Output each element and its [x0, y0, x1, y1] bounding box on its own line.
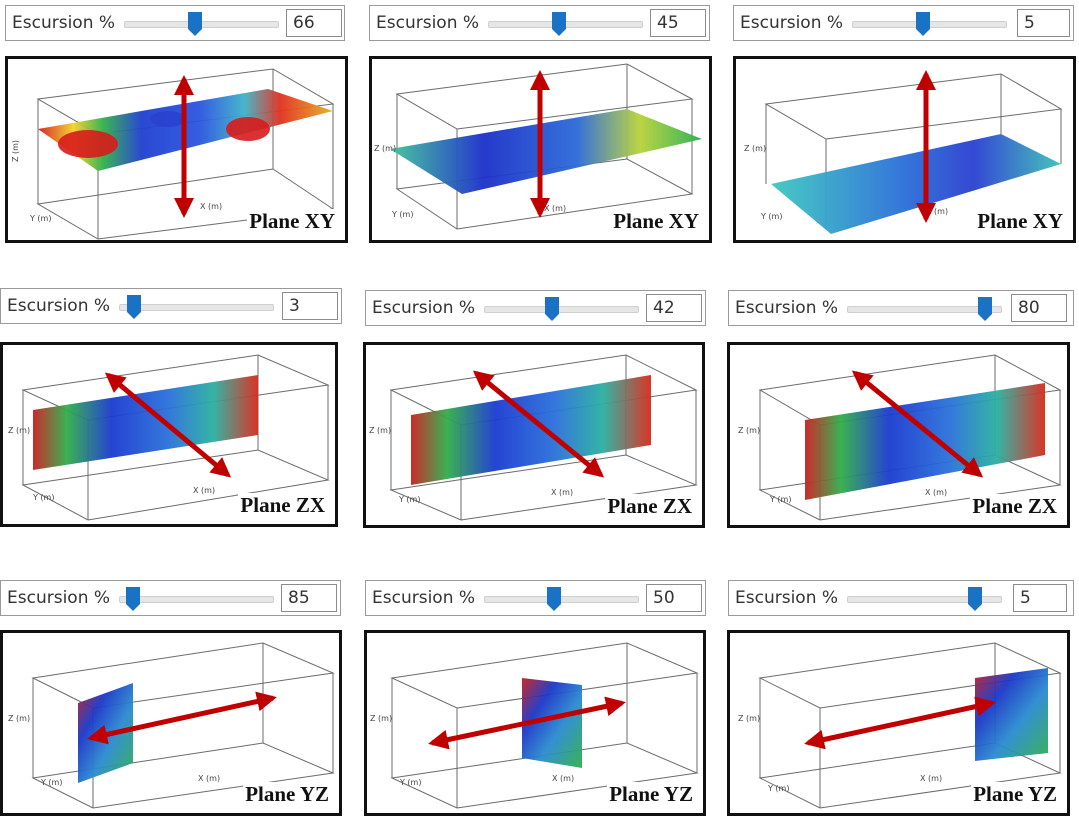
excursion-arrow [472, 370, 605, 478]
plot-panel-xy: Z (m) Y (m) X (m) Plane XY [369, 56, 712, 243]
excursion-value-field[interactable]: 42 [646, 294, 702, 322]
svg-text:Y (m): Y (m) [760, 212, 782, 221]
svg-text:Z (m): Z (m) [738, 426, 760, 435]
excursion-label: Escursion % [376, 13, 480, 33]
excursion-arrow [851, 370, 984, 478]
excursion-label: Escursion % [735, 298, 839, 318]
excursion-slider-thumb[interactable] [544, 296, 560, 322]
excursion-slider-thumb[interactable] [126, 294, 142, 320]
excursion-control: Escursion % 80 [728, 290, 1074, 326]
plane-label: Plane XY [611, 209, 701, 234]
svg-text:X (m): X (m) [920, 774, 942, 783]
svg-text:Z (m): Z (m) [369, 426, 391, 435]
excursion-value-field[interactable]: 5 [1013, 584, 1067, 612]
svg-text:Y (m): Y (m) [398, 495, 420, 504]
excursion-value-field[interactable]: 66 [286, 9, 342, 37]
excursion-value-field[interactable]: 3 [282, 292, 338, 320]
excursion-arrow [804, 696, 996, 750]
slice-plane-zx [33, 375, 258, 470]
excursion-control: Escursion % 45 [369, 5, 710, 41]
excursion-label: Escursion % [372, 588, 476, 608]
excursion-label: Escursion % [7, 588, 111, 608]
plane-label: Plane XY [247, 209, 337, 234]
svg-text:Y (m): Y (m) [399, 778, 421, 787]
excursion-arrow [428, 696, 626, 750]
plot-panel-zx: Z (m) Y (m) X (m) Plane ZX [727, 342, 1070, 528]
plane-label: Plane YZ [607, 782, 695, 807]
plot-panel-yz: Z (m) Y (m) X (m) Plane YZ [0, 630, 342, 816]
excursion-slider-thumb[interactable] [915, 11, 931, 37]
excursion-slider-thumb[interactable] [977, 296, 993, 322]
svg-text:Z (m): Z (m) [738, 714, 760, 723]
svg-text:Y (m): Y (m) [769, 495, 791, 504]
svg-text:Z (m): Z (m) [8, 426, 30, 435]
svg-text:Z (m): Z (m) [744, 144, 766, 153]
excursion-arrow [87, 691, 277, 745]
excursion-control: Escursion % 3 [0, 288, 342, 324]
excursion-slider-thumb[interactable] [551, 11, 567, 37]
svg-text:X (m): X (m) [926, 207, 948, 216]
svg-text:X (m): X (m) [544, 204, 566, 213]
excursion-control: Escursion % 66 [5, 5, 345, 41]
plane-label: Plane ZX [605, 494, 694, 519]
excursion-slider-track[interactable] [119, 304, 274, 311]
plot-panel-yz: Z (m) Y (m) X (m) Plane YZ [364, 630, 706, 816]
excursion-value-field[interactable]: 5 [1017, 9, 1070, 37]
slice-plane-zx [805, 383, 1045, 500]
plane-label: Plane XY [975, 209, 1065, 234]
excursion-label: Escursion % [735, 588, 839, 608]
excursion-slider-thumb[interactable] [125, 586, 141, 612]
svg-text:Z (m): Z (m) [374, 144, 396, 153]
excursion-value-field[interactable]: 80 [1011, 294, 1067, 322]
excursion-slider-track[interactable] [119, 596, 274, 603]
plot-panel-xy: Z (m) Y (m) X (m) Plane XY [5, 56, 348, 243]
axis-label-x: X (m) [200, 202, 222, 211]
excursion-value-field[interactable]: 50 [646, 584, 702, 612]
svg-text:X (m): X (m) [193, 486, 215, 495]
excursion-control: Escursion % 5 [728, 580, 1074, 616]
slice-plane-zx [411, 375, 651, 485]
svg-text:X (m): X (m) [198, 774, 220, 783]
excursion-control: Escursion % 42 [365, 290, 706, 326]
svg-text:X (m): X (m) [925, 488, 947, 497]
plane-label: Plane ZX [238, 493, 327, 518]
excursion-slider-track[interactable] [847, 306, 1002, 313]
plot-panel-zx: Z (m) Y (m) X (m) Plane ZX [363, 342, 705, 528]
excursion-slider-track[interactable] [484, 596, 639, 603]
excursion-label: Escursion % [12, 13, 116, 33]
slice-plane-xy [390, 109, 702, 194]
axis-label-y: Y (m) [29, 214, 51, 223]
excursion-slider-thumb[interactable] [546, 586, 562, 612]
plot-panel-yz: Z (m) Y (m) X (m) Plane YZ [727, 630, 1070, 816]
excursion-slider-thumb[interactable] [187, 11, 203, 37]
svg-text:Z (m): Z (m) [370, 714, 392, 723]
excursion-value-field[interactable]: 85 [281, 584, 337, 612]
plot-panel-zx: Z (m) Y (m) X (m) Plane ZX [0, 342, 338, 527]
plane-label: Plane YZ [971, 782, 1059, 807]
excursion-slider-thumb[interactable] [967, 586, 983, 612]
plane-label: Plane ZX [970, 494, 1059, 519]
excursion-slider-track[interactable] [847, 596, 1002, 603]
excursion-control: Escursion % 85 [0, 580, 341, 616]
svg-text:Y (m): Y (m) [767, 784, 789, 793]
axis-label-z: Z (m) [11, 140, 20, 162]
plane-label: Plane YZ [243, 782, 331, 807]
excursion-label: Escursion % [740, 13, 844, 33]
svg-text:X (m): X (m) [552, 774, 574, 783]
svg-text:Y (m): Y (m) [40, 778, 62, 787]
excursion-label: Escursion % [7, 296, 111, 316]
excursion-label: Escursion % [372, 298, 476, 318]
svg-text:X (m): X (m) [551, 488, 573, 497]
excursion-value-field[interactable]: 45 [650, 9, 706, 37]
excursion-arrow [104, 372, 232, 478]
svg-text:Z (m): Z (m) [8, 714, 30, 723]
slice-plane-yz [975, 668, 1048, 761]
excursion-slider-track[interactable] [484, 306, 639, 313]
plot-panel-xy: Z (m) Y (m) X (m) Plane XY [733, 56, 1076, 243]
excursion-control: Escursion % 5 [733, 5, 1074, 41]
svg-text:Y (m): Y (m) [391, 210, 413, 219]
svg-text:Y (m): Y (m) [32, 493, 54, 502]
excursion-control: Escursion % 50 [365, 580, 706, 616]
